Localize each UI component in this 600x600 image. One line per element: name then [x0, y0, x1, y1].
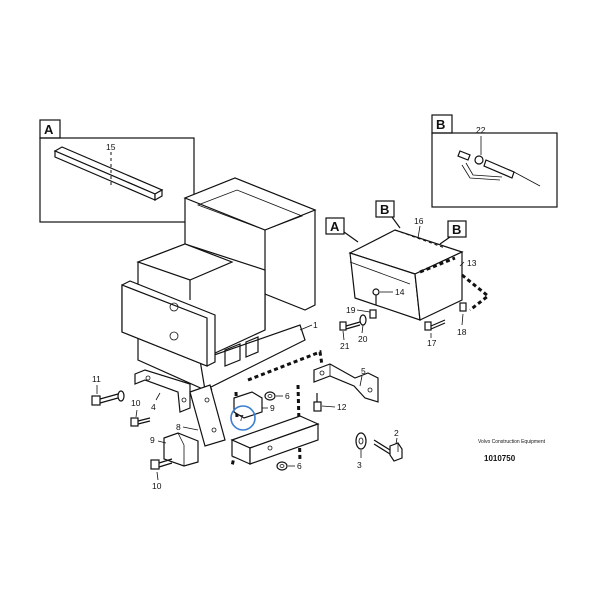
plate-9-upper [233, 391, 263, 419]
callout-8: 8 [176, 422, 181, 432]
svg-text:A: A [330, 219, 340, 234]
bracket-5 [313, 363, 379, 403]
callout-5: 5 [361, 366, 366, 376]
callout-9-lower: 9 [150, 435, 155, 445]
caption-drawing-number: 1010750 [484, 454, 516, 463]
ref-tag-b-right: B [439, 220, 467, 245]
ref-tag-a: A [325, 217, 359, 243]
callout-19: 19 [346, 305, 356, 315]
callout-16: 16 [414, 216, 424, 226]
bracket-8 [189, 384, 226, 447]
washer-20 [359, 314, 367, 326]
clip-part [372, 288, 380, 305]
callout-11: 11 [92, 374, 101, 384]
callout-10-upper: 10 [131, 398, 141, 408]
callout-14: 14 [395, 287, 405, 297]
bolt-10-upper [130, 417, 151, 427]
bolt-11 [91, 390, 125, 406]
callout-6-upper: 6 [285, 391, 290, 401]
detail-a-frame: A 15 [39, 119, 195, 223]
callout-10-lower: 10 [152, 481, 162, 491]
nut-18 [459, 302, 467, 312]
washer-6-upper [264, 391, 276, 401]
svg-text:B: B [452, 222, 461, 237]
callout-20: 20 [358, 334, 368, 344]
bolt-2 [373, 439, 403, 462]
callout-12: 12 [337, 402, 347, 412]
plate-7 [230, 415, 320, 465]
detail-b-frame: B 22 [431, 114, 558, 208]
callout-7: 7 [239, 413, 244, 423]
nut-19 [369, 309, 377, 319]
washer-6-lower [276, 461, 288, 471]
callout-6-lower: 6 [297, 461, 302, 471]
callout-4: 4 [151, 402, 156, 412]
highlight-ring [230, 405, 256, 431]
bracket-4 [134, 369, 191, 413]
callout-1: 1 [313, 320, 318, 330]
callout-17: 17 [427, 338, 437, 348]
bolt-12 [313, 393, 322, 412]
bar-part [53, 146, 164, 202]
callout-22: 22 [476, 125, 486, 135]
detail-a-letter: A [44, 122, 54, 137]
plate-9-lower [163, 432, 199, 467]
callout-15: 15 [106, 142, 116, 152]
bolt-21 [339, 321, 361, 331]
callout-9-upper: 9 [270, 403, 275, 413]
caption-company: Volvo Construction Equipment [478, 439, 546, 445]
washer-3 [355, 432, 367, 450]
bolt-17 [424, 319, 446, 331]
ref-tag-b-left: B [375, 200, 401, 229]
bolt-10-lower [150, 458, 173, 470]
connector-part [457, 150, 541, 187]
battery-box [348, 229, 491, 321]
callout-21: 21 [340, 341, 350, 351]
callout-2: 2 [394, 428, 399, 438]
callout-3: 3 [357, 460, 362, 470]
svg-text:B: B [380, 202, 389, 217]
callout-18: 18 [457, 327, 467, 337]
detail-b-letter: B [436, 117, 445, 132]
callout-13: 13 [467, 258, 477, 268]
main-housing [121, 177, 324, 467]
